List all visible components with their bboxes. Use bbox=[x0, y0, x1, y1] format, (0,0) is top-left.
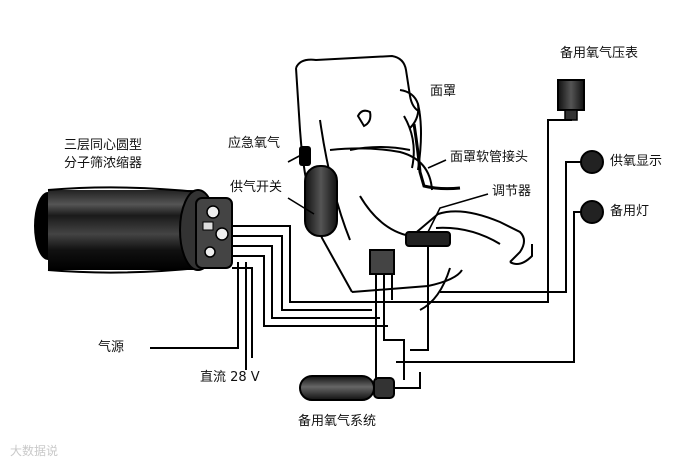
regulator-label: 调节器 bbox=[492, 184, 532, 199]
oxygen-supply-indicator-label: 供氧显示 bbox=[610, 154, 663, 169]
air-source-label: 气源 bbox=[98, 340, 125, 355]
backup-oxygen-system-label: 备用氧气系统 bbox=[298, 414, 377, 429]
watermark: 大数据说 bbox=[10, 444, 59, 458]
supply-switch-label: 供气开关 bbox=[230, 180, 283, 195]
seat-and-pilot bbox=[295, 54, 533, 311]
supply-switch-pointer bbox=[287, 197, 315, 215]
mask-label: 面罩 bbox=[430, 84, 457, 99]
backup-lamp bbox=[580, 200, 604, 224]
backup-light-label: 备用灯 bbox=[610, 204, 650, 219]
emergency-oxygen-bottle bbox=[299, 146, 338, 237]
backup-pressure-gauge bbox=[557, 79, 585, 121]
backup-oxygen-tank bbox=[299, 375, 395, 401]
mask-hose-connector-label: 面罩软管接头 bbox=[450, 150, 529, 165]
mask-hose-pointer bbox=[427, 159, 447, 169]
concentrator-label-line1: 三层同心圆型 bbox=[64, 138, 143, 153]
regulator-pointer bbox=[427, 193, 489, 233]
regulator-body bbox=[405, 231, 451, 247]
emergency-oxygen-pointer bbox=[287, 153, 304, 163]
connection-lines bbox=[150, 119, 581, 389]
molecular-sieve-concentrator bbox=[34, 186, 233, 274]
mask-hose bbox=[412, 123, 461, 191]
emergency-oxygen-label: 应急氧气 bbox=[228, 136, 281, 151]
backup-pressure-gauge-label: 备用氧气压表 bbox=[560, 46, 639, 61]
oxygen-supply-indicator-lamp bbox=[580, 150, 604, 174]
dc-power-label: 直流 28 V bbox=[200, 370, 260, 385]
concentrator-label-line2: 分子筛浓缩器 bbox=[64, 156, 143, 171]
valve-block bbox=[369, 249, 395, 275]
